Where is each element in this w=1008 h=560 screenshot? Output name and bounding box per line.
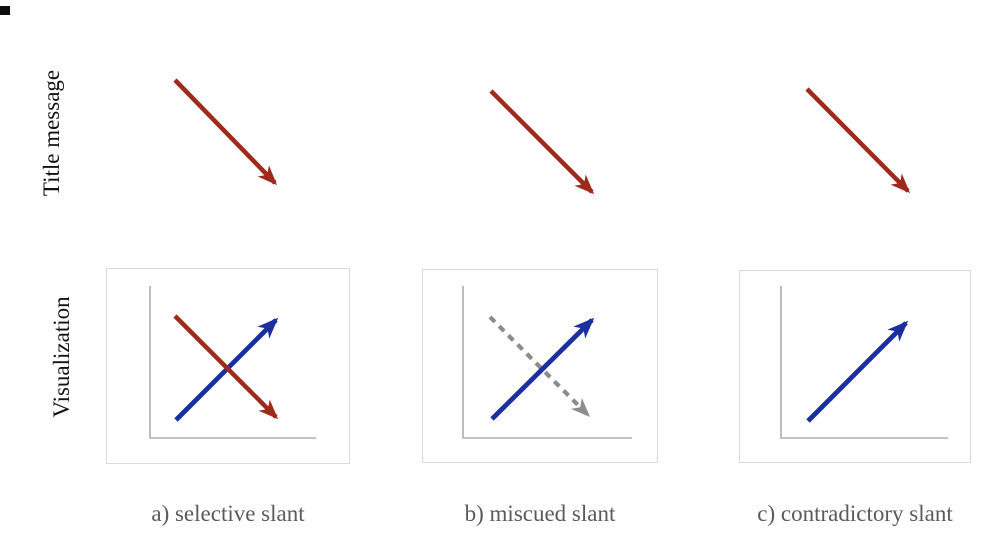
panel-a-box: [106, 268, 350, 464]
caption-selective-slant: a) selective slant: [151, 501, 305, 526]
title-arrow-down-b: [489, 89, 595, 195]
title-arrow-down-c: [805, 87, 911, 194]
row-label-title-message: Title message: [39, 69, 64, 197]
caption-miscued-slant: b) miscued slant: [464, 501, 616, 526]
caption-contradictory-slant: c) contradictory slant: [757, 501, 953, 526]
panel-c-box: [739, 270, 971, 463]
panel-b-box: [422, 269, 658, 463]
artifact-mark: [0, 6, 10, 15]
title-arrow-down-a: [173, 78, 278, 186]
row-label-visualization: Visualization: [49, 296, 74, 418]
